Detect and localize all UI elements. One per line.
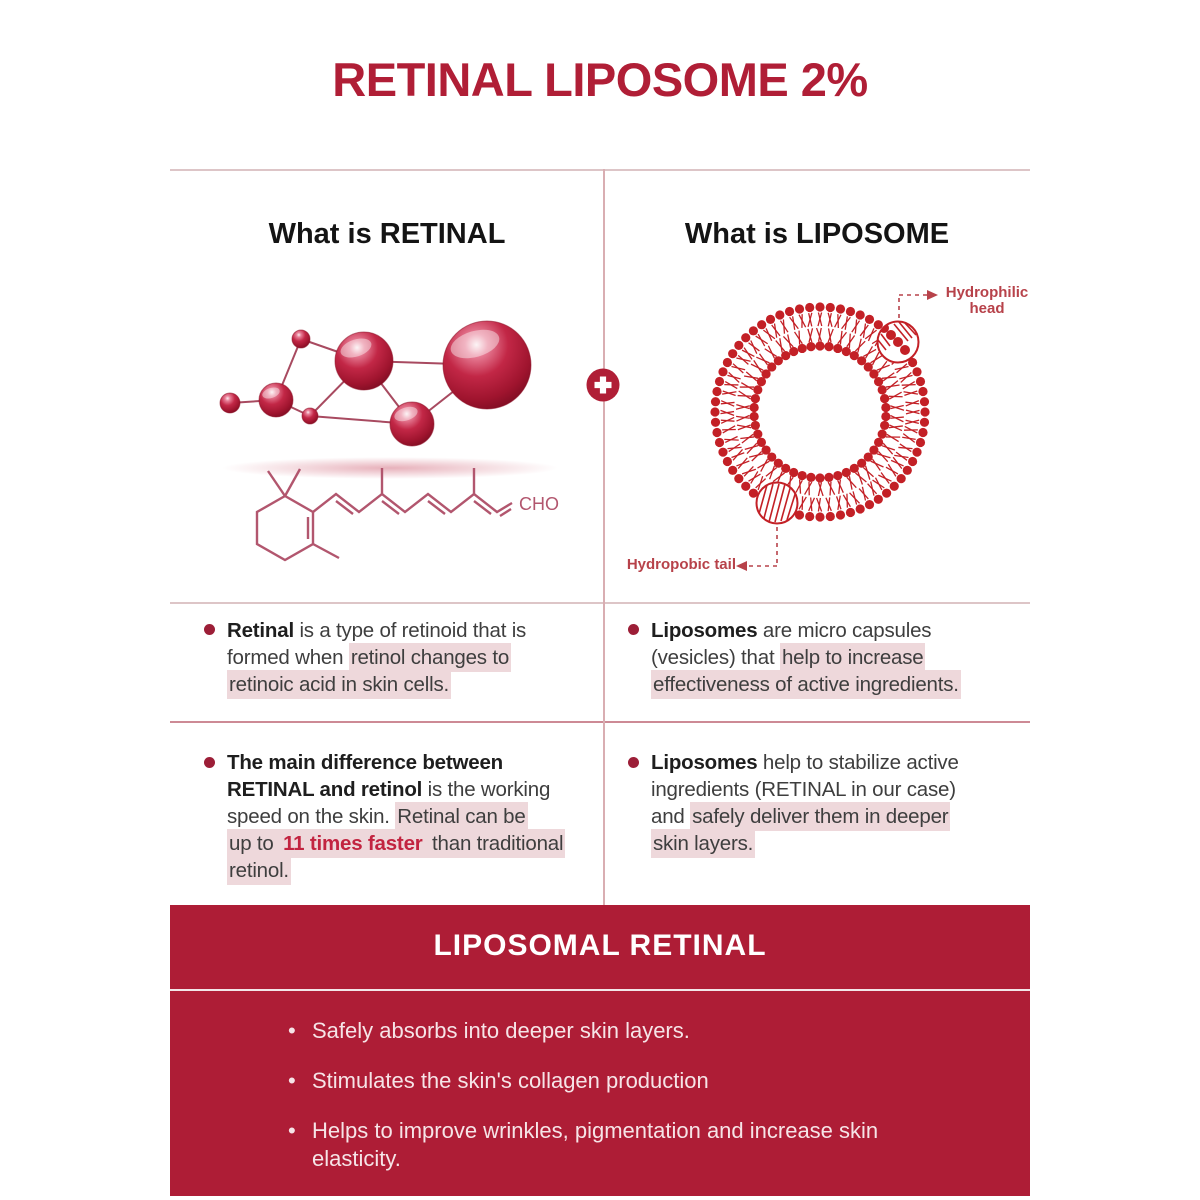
panel-divider [170,989,1030,991]
text-line: up to 11 times faster than traditional [227,829,599,858]
bullet-dot: • [288,1118,296,1143]
text-line: retinol. [227,856,599,885]
bullet-dot [628,624,639,635]
text-line: (vesicles) that help to increase [651,643,1027,672]
retinal-skeletal-formula [255,468,513,562]
divider-vertical [603,169,605,905]
page-title: RETINAL LIPOSOME 2% [332,53,868,106]
text-line: Liposomes help to stabilize active [651,749,1027,776]
text-line: effectiveness of active ingredients. [651,670,1027,699]
list-item: • Safely absorbs into deeper skin layers. [288,1017,988,1045]
text-line: formed when retinol changes to [227,643,599,672]
text-line: Retinal is a type of retinoid that is [227,617,599,644]
text-segment: formed when [227,646,349,669]
text-segment: help to stabilize active [757,751,959,774]
magnifier-hydrophobic-tail [755,481,799,525]
text-segment: is the working [422,778,551,801]
text-line: Liposomes are micro capsules [651,617,1027,644]
left-column-heading: What is RETINAL [268,218,506,250]
benefit-list: • Safely absorbs into deeper skin layers.… [288,1017,988,1195]
highlighted-text: up to [227,829,282,858]
highlighted-text: effectiveness of active ingredients. [651,670,961,699]
highlighted-text: skin layers. [651,829,756,858]
list-item-text: Stimulates the skin's collagen productio… [312,1068,709,1093]
text-line: The main difference between [227,749,599,776]
divider-under-figures [170,602,1030,604]
text-segment: Retinal [227,619,294,642]
text-segment: speed on the skin. [227,805,396,828]
bullet-dot [204,757,215,768]
text-segment: are micro capsules [757,619,932,642]
text-line: and safely deliver them in deeper [651,802,1027,831]
tail-arrow-icon [736,561,747,571]
panel-heading: LIPOSOMAL RETINAL [433,929,767,962]
list-item: • Stimulates the skin's collagen producti… [288,1067,988,1095]
highlighted-text: safely deliver them in deeper [690,802,951,831]
plus-icon [586,368,620,402]
text-segment: RETINAL and retinol [227,778,423,801]
tail-label-connector [747,527,778,567]
bullet-dot: • [288,1018,296,1043]
text-line: skin layers. [651,829,1027,858]
text-segment: The main difference between [227,751,503,774]
divider-between-bullet-rows [170,721,1030,723]
molecule-spheres [219,320,532,447]
highlighted-text: help to increase [779,643,926,672]
highlighted-text: retinol changes to [348,643,512,672]
magnifier-hydrophilic-head [876,320,920,364]
liposomal-retinal-panel: LIPOSOMAL RETINAL • Safely absorbs into d… [170,905,1030,1196]
highlighted-text: 11 times faster [281,829,425,858]
bilayer-ring [710,302,930,522]
cho-label: CHO [519,494,559,514]
text-line: speed on the skin. Retinal can be [227,802,599,831]
hydrophilic-head-label: Hydrophilic head [945,284,1029,317]
text-segment: Liposomes [651,751,758,774]
head-label-connector [898,294,927,318]
highlighted-text: Retinal can be [395,802,528,831]
text-segment: is a type of retinoid that is [293,619,527,642]
text-segment: Liposomes [651,619,758,642]
divider-top [170,169,1030,171]
highlighted-text: than traditional [424,829,566,858]
text-line: RETINAL and retinol is the working [227,776,599,803]
sphere-highlights [262,329,500,422]
bullet-dot: • [288,1068,296,1093]
head-arrow-icon [927,290,938,300]
bullet-dot [628,757,639,768]
text-line: ingredients (RETINAL in our case) [651,776,1027,803]
list-item-text: Helps to improve wrinkles, pigmentation … [312,1118,879,1171]
highlighted-text: retinoic acid in skin cells. [227,670,451,699]
liposome-definition-text: Liposomes are micro capsules(vesicles) t… [651,617,1027,699]
bullet-dot [204,624,215,635]
hydrophobic-tail-label: Hydropobic tail [626,556,736,573]
highlighted-text: retinol. [227,856,291,885]
right-column-heading: What is LIPOSOME [684,218,950,250]
text-segment: (vesicles) that [651,646,780,669]
text-segment: ingredients (RETINAL in our case) [651,778,956,801]
text-segment: and [651,805,691,828]
text-line: retinoic acid in skin cells. [227,670,599,699]
list-item: • Helps to improve wrinkles, pigmentation… [288,1117,988,1173]
list-item-text: Safely absorbs into deeper skin layers. [312,1018,690,1043]
retinal-molecule-illustration: CHO [219,320,559,562]
liposome-diagram [710,290,938,571]
